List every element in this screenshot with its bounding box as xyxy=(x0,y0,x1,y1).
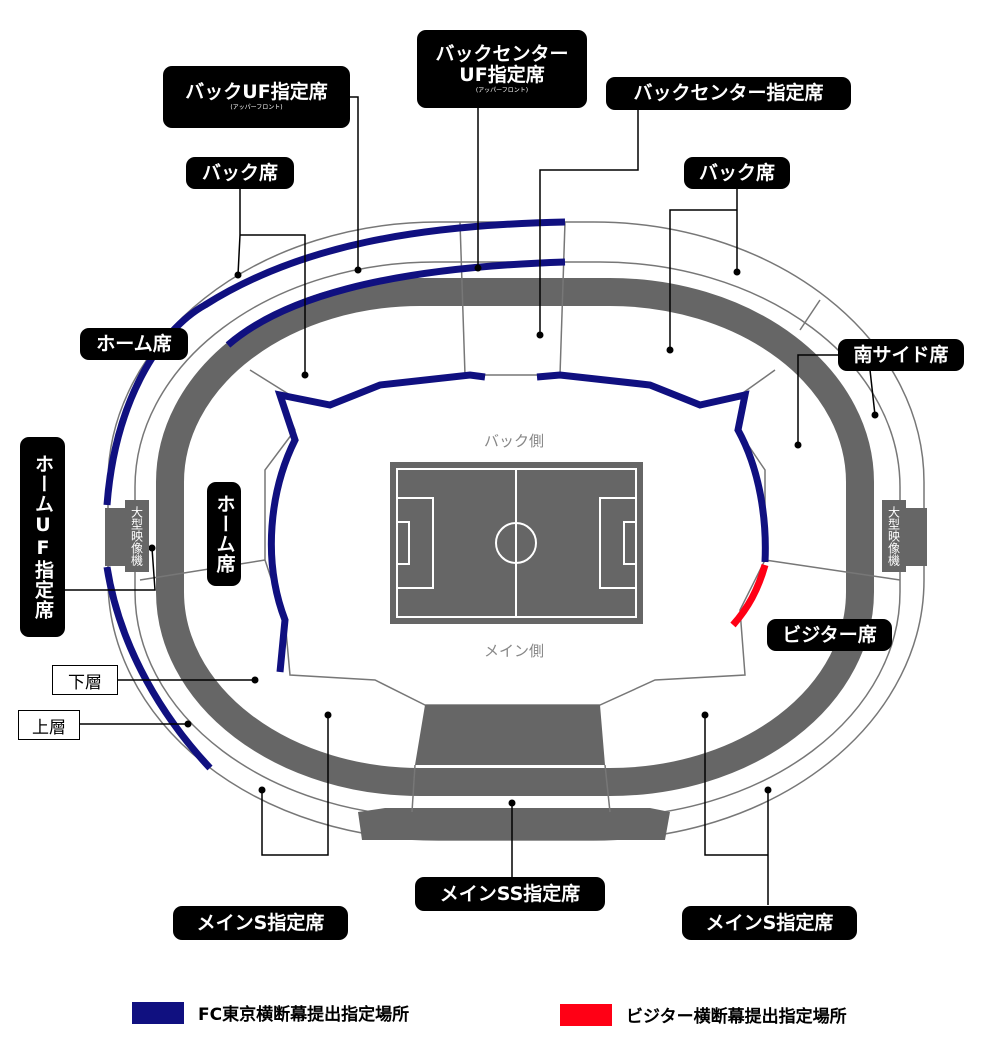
label-main-ss: メインSS指定席 xyxy=(415,877,605,911)
main-ss-lower-block xyxy=(415,705,605,765)
label-home: ホーム席 xyxy=(80,328,188,360)
label-title: バックUF指定席 xyxy=(185,81,328,104)
lower-ring xyxy=(156,278,874,796)
section-dividers xyxy=(139,221,901,813)
main-ss-upper-block xyxy=(358,808,670,840)
label-visitor: ビジター席 xyxy=(767,619,892,651)
pitch xyxy=(390,462,643,624)
leader-dots xyxy=(148,264,879,807)
left-video-screen: 大型映像機 xyxy=(125,500,149,572)
label-back-center: バックセンター指定席 xyxy=(606,77,851,110)
back-side-label: バック側 xyxy=(484,432,545,450)
label-back-right: バック席 xyxy=(684,157,790,189)
legend-label: ビジター横断幕提出指定場所 xyxy=(626,1007,847,1027)
legend-label: FC東京横断幕提出指定場所 xyxy=(198,1005,410,1025)
right-video-screen: 大型映像機 xyxy=(882,500,906,572)
label-home-uf: ホームUF指定席 xyxy=(20,437,65,637)
main-side-label: メイン側 xyxy=(484,642,545,660)
label-south-side: 南サイド席 xyxy=(838,339,964,371)
label-title-line2: UF指定席 xyxy=(459,63,545,86)
label-sub: (アッパーフロント) xyxy=(475,86,529,94)
legend-swatch-blue xyxy=(132,1001,184,1024)
label-home-inner: ホーム席 xyxy=(207,482,241,586)
legend-swatch-red xyxy=(560,1003,612,1026)
tier-upper-label: 上層 xyxy=(18,710,80,740)
label-main-s-right: メインS指定席 xyxy=(682,906,857,940)
leader-lines xyxy=(20,96,876,905)
label-title: ホームUF指定席 xyxy=(31,454,54,620)
legend-fc-tokyo: FC東京横断幕提出指定場所 xyxy=(132,1000,409,1025)
right-screen-base xyxy=(905,508,927,566)
label-back-left: バック席 xyxy=(186,157,294,189)
label-back-uf: バックUF指定席 (アッパーフロント) xyxy=(163,66,350,128)
visitor-banner-area xyxy=(730,564,769,628)
tier-lower-label: 下層 xyxy=(52,665,118,695)
label-back-center-uf: バックセンター UF指定席 (アッパーフロント) xyxy=(417,30,587,108)
label-main-s-left: メインS指定席 xyxy=(173,906,348,940)
label-sub: (アッパーフロント) xyxy=(230,104,283,112)
fc-tokyo-banner-areas xyxy=(103,218,769,771)
left-screen-base xyxy=(105,508,127,566)
legend-visitor: ビジター横断幕提出指定場所 xyxy=(560,1002,847,1027)
label-title-line1: バックセンター xyxy=(435,42,569,65)
